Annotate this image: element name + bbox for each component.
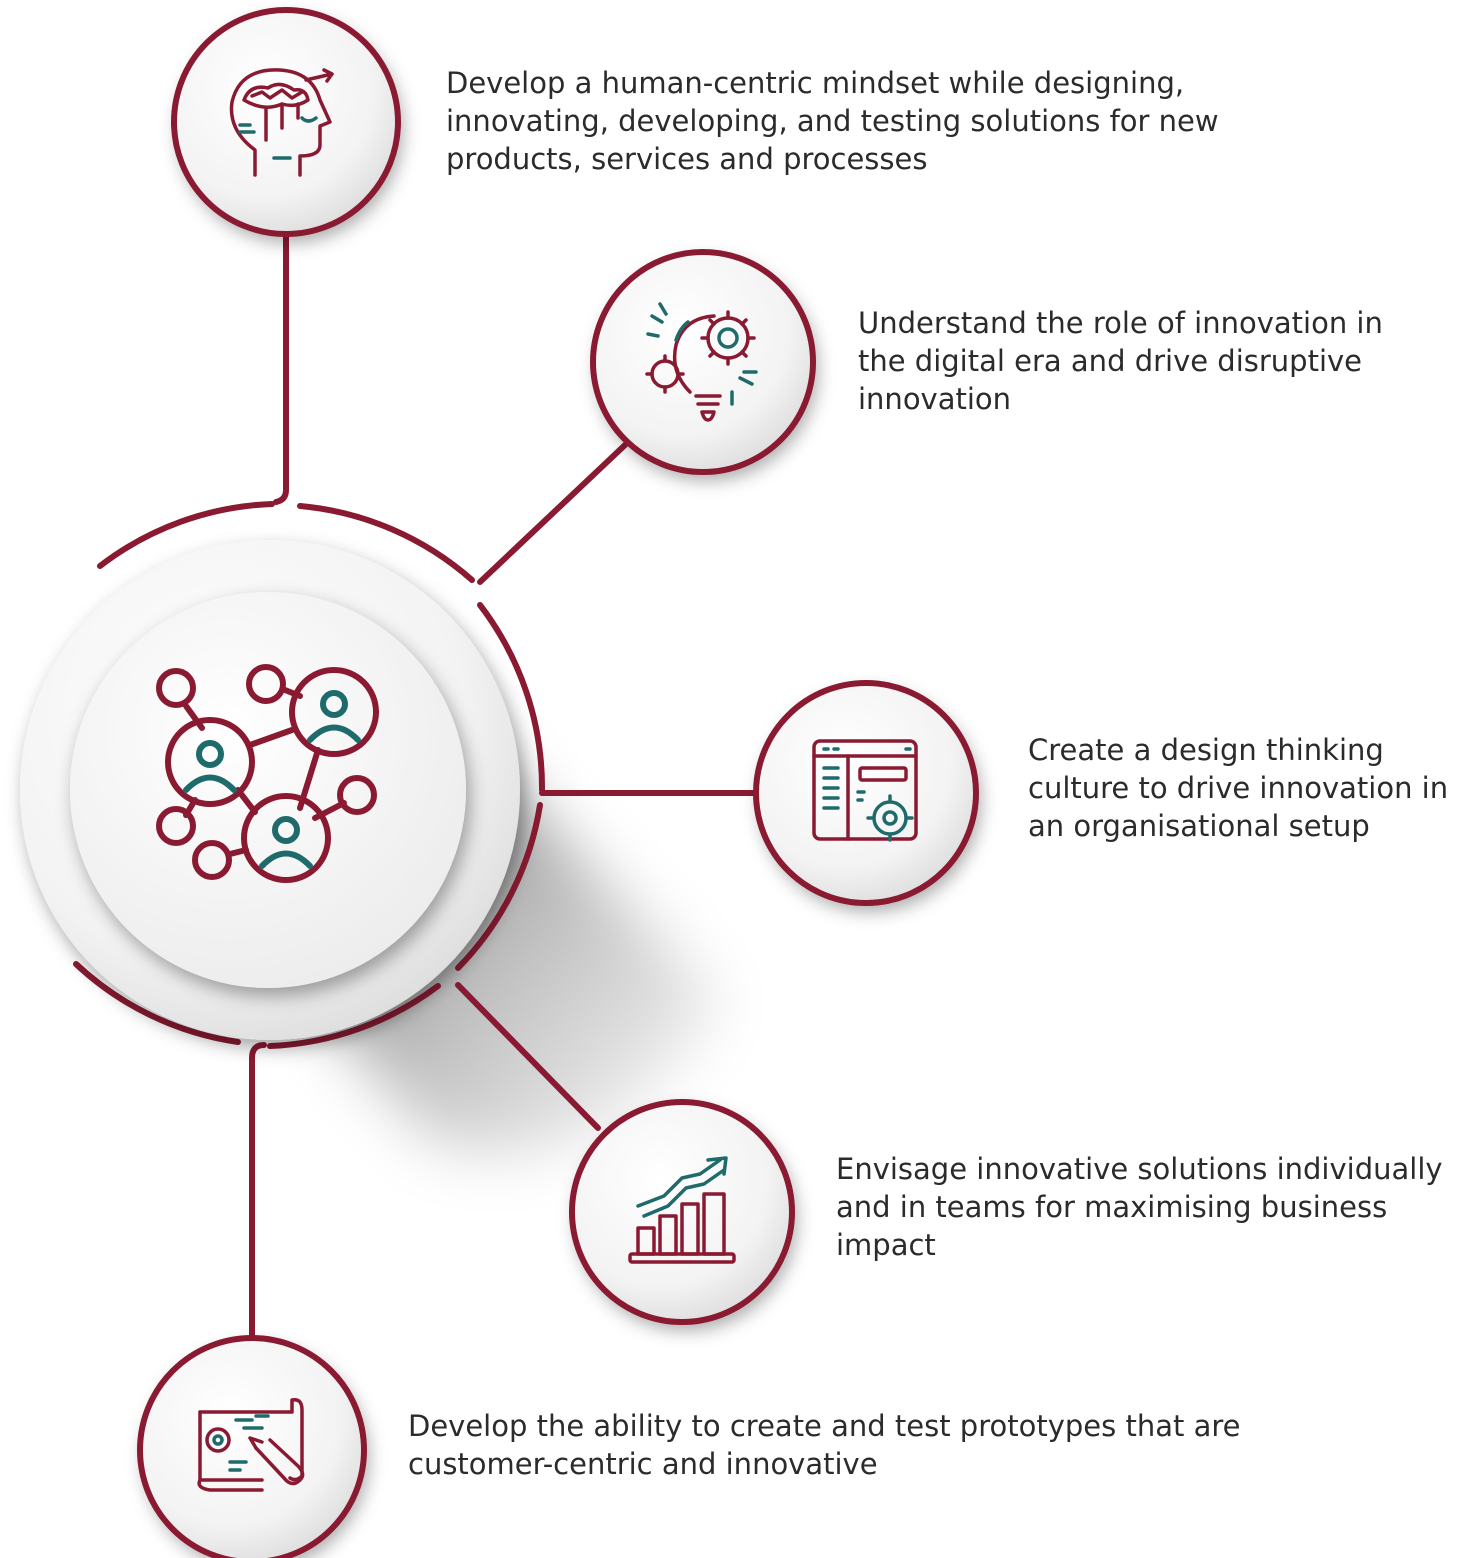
- center-arcs: [73, 501, 546, 1049]
- arc-right: [477, 602, 546, 793]
- outcome-node-3: [753, 680, 979, 906]
- outcome-node-1: [171, 7, 401, 237]
- arc-bottom: [73, 961, 241, 1045]
- arc-bottom-right: [267, 983, 441, 1049]
- connector-5: [249, 1042, 267, 1341]
- connectors: [249, 229, 761, 1341]
- outcome-text-1: Develop a human-centric mindset while de…: [446, 66, 1219, 176]
- connector-2: [477, 442, 628, 585]
- arc-top-right: [297, 503, 475, 583]
- brain-head-growth-icon: [229, 68, 334, 177]
- browser-settings-icon: [812, 739, 918, 842]
- outcome-text-2: Understand the role of innovation in the…: [858, 306, 1383, 416]
- center-node: [20, 540, 520, 1040]
- lightbulb-gears-icon: [645, 302, 758, 422]
- arc-lower-right: [455, 802, 543, 971]
- connector-1: [273, 229, 289, 505]
- growth-bar-chart-icon: [628, 1156, 736, 1264]
- connector-4: [455, 982, 601, 1131]
- outcome-node-4: [569, 1099, 795, 1325]
- arc-top-left: [97, 501, 275, 569]
- outcome-text-4: Envisage innovative solutions individual…: [836, 1152, 1443, 1262]
- outcome-node-5: [137, 1335, 367, 1558]
- network-people-icon: [156, 664, 379, 883]
- prototype-blueprint-icon: [197, 1397, 305, 1492]
- outcome-node-2: [590, 249, 816, 475]
- outcome-text-5: Develop the ability to create and test p…: [408, 1409, 1241, 1481]
- outcome-text-3: Create a design thinking culture to driv…: [1028, 733, 1449, 843]
